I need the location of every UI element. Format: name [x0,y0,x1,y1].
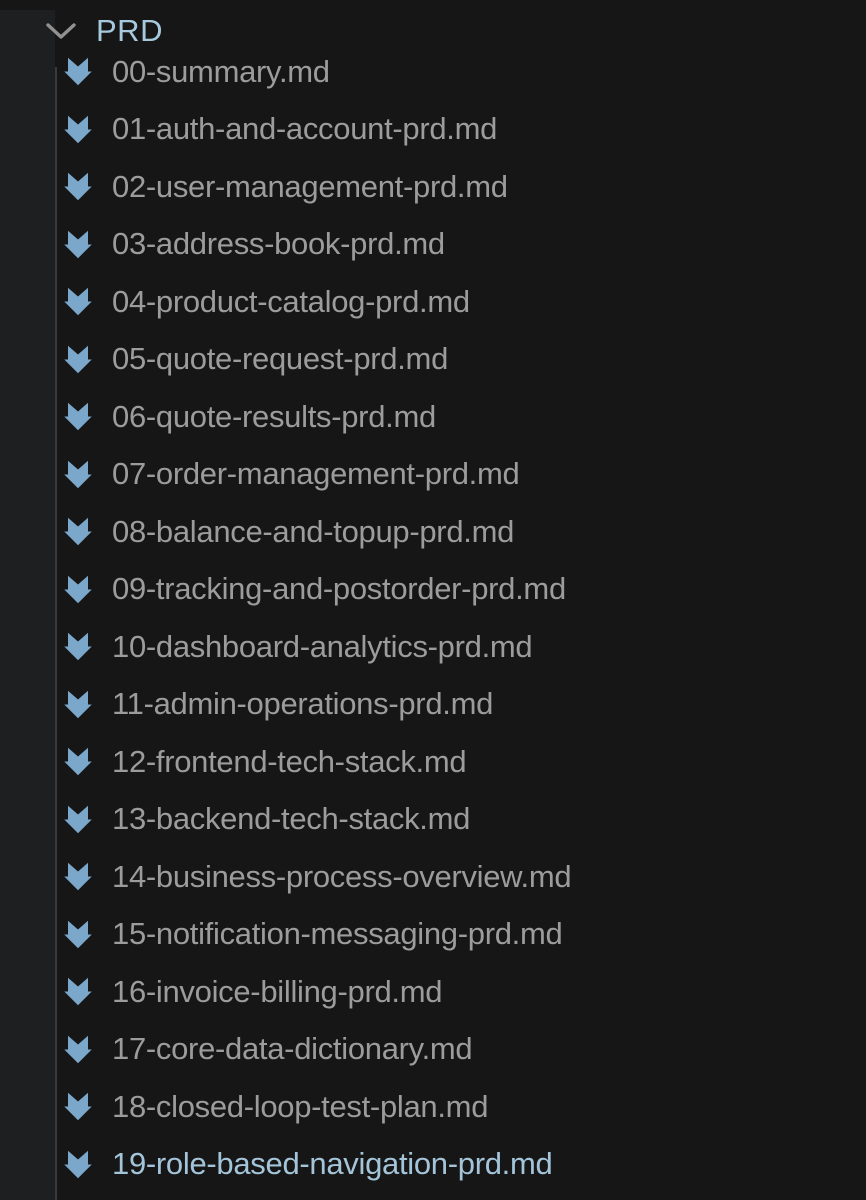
file-name-label: 15-notification-messaging-prd.md [112,916,563,952]
markdown-file-icon [64,920,92,948]
folder-row-prd[interactable]: PRD [0,10,866,52]
file-name-label: 03-address-book-prd.md [112,226,445,262]
file-name-label: 02-user-management-prd.md [112,168,508,204]
file-row-13-backend-tech-stack[interactable]: 13-backend-tech-stack.md [0,791,866,849]
file-name-label: 16-invoice-billing-prd.md [112,973,443,1009]
file-name-label: 08-balance-and-topup-prd.md [112,513,515,549]
markdown-file-icon [64,978,92,1006]
file-row-10-dashboard-analytics-prd[interactable]: 10-dashboard-analytics-prd.md [0,618,866,676]
markdown-file-icon [64,518,92,546]
file-row-01-auth-and-account-prd[interactable]: 01-auth-and-account-prd.md [0,101,866,159]
file-name-label: 18-closed-loop-test-plan.md [112,1088,489,1124]
file-name-label: 01-auth-and-account-prd.md [112,111,498,147]
markdown-file-icon [64,1093,92,1121]
file-row-00-summary[interactable]: 00-summary.md [0,43,866,101]
markdown-file-icon [64,863,92,891]
tree-gutter [0,10,55,1200]
file-row-07-order-management-prd[interactable]: 07-order-management-prd.md [0,446,866,504]
chevron-down-icon[interactable] [46,23,76,39]
markdown-file-icon [64,1150,92,1178]
markdown-file-icon [64,230,92,258]
indent-guide [55,67,57,1200]
file-name-label: 13-backend-tech-stack.md [112,801,471,837]
file-row-04-product-catalog-prd[interactable]: 04-product-catalog-prd.md [0,273,866,331]
file-row-18-closed-loop-test-plan[interactable]: 18-closed-loop-test-plan.md [0,1078,866,1136]
markdown-file-icon [64,748,92,776]
file-row-16-invoice-billing-prd[interactable]: 16-invoice-billing-prd.md [0,963,866,1021]
file-name-label: 04-product-catalog-prd.md [112,283,470,319]
file-name-label: 12-frontend-tech-stack.md [112,743,467,779]
file-row-11-admin-operations-prd[interactable]: 11-admin-operations-prd.md [0,676,866,734]
file-name-label: 06-quote-results-prd.md [112,398,436,434]
markdown-file-icon [64,115,92,143]
markdown-file-icon [64,173,92,201]
file-row-06-quote-results-prd[interactable]: 06-quote-results-prd.md [0,388,866,446]
file-name-label: 11-admin-operations-prd.md [112,686,494,722]
folder-name-label: PRD [96,13,163,48]
file-name-label: 00-summary.md [112,53,330,89]
markdown-file-icon [64,288,92,316]
markdown-file-icon [64,403,92,431]
markdown-file-icon [64,58,92,86]
markdown-file-icon [64,345,92,373]
file-row-15-notification-messaging-prd[interactable]: 15-notification-messaging-prd.md [0,906,866,964]
file-name-label: 10-dashboard-analytics-prd.md [112,628,533,664]
file-name-label: 07-order-management-prd.md [112,456,520,492]
file-row-09-tracking-and-postorder-prd[interactable]: 09-tracking-and-postorder-prd.md [0,561,866,619]
file-name-label: 05-quote-request-prd.md [112,341,449,377]
file-name-label: 09-tracking-and-postorder-prd.md [112,571,566,607]
file-row-05-quote-request-prd[interactable]: 05-quote-request-prd.md [0,331,866,389]
markdown-file-icon [64,1035,92,1063]
file-name-label: 19-role-based-navigation-prd.md [112,1146,553,1182]
file-row-17-core-data-dictionary[interactable]: 17-core-data-dictionary.md [0,1021,866,1079]
file-explorer-tree: PRD 00-summary.md 01-auth-and-account-pr… [0,10,866,1200]
file-row-08-balance-and-topup-prd[interactable]: 08-balance-and-topup-prd.md [0,503,866,561]
file-name-label: 14-business-process-overview.md [112,858,572,894]
file-row-12-frontend-tech-stack[interactable]: 12-frontend-tech-stack.md [0,733,866,791]
file-list: 00-summary.md 01-auth-and-account-prd.md… [0,43,866,1193]
file-row-14-business-process-overview[interactable]: 14-business-process-overview.md [0,848,866,906]
markdown-file-icon [64,690,92,718]
file-row-19-role-based-navigation-prd[interactable]: 19-role-based-navigation-prd.md [0,1136,866,1194]
markdown-file-icon [64,575,92,603]
file-name-label: 17-core-data-dictionary.md [112,1031,473,1067]
markdown-file-icon [64,805,92,833]
file-row-03-address-book-prd[interactable]: 03-address-book-prd.md [0,216,866,274]
markdown-file-icon [64,460,92,488]
file-row-02-user-management-prd[interactable]: 02-user-management-prd.md [0,158,866,216]
markdown-file-icon [64,633,92,661]
